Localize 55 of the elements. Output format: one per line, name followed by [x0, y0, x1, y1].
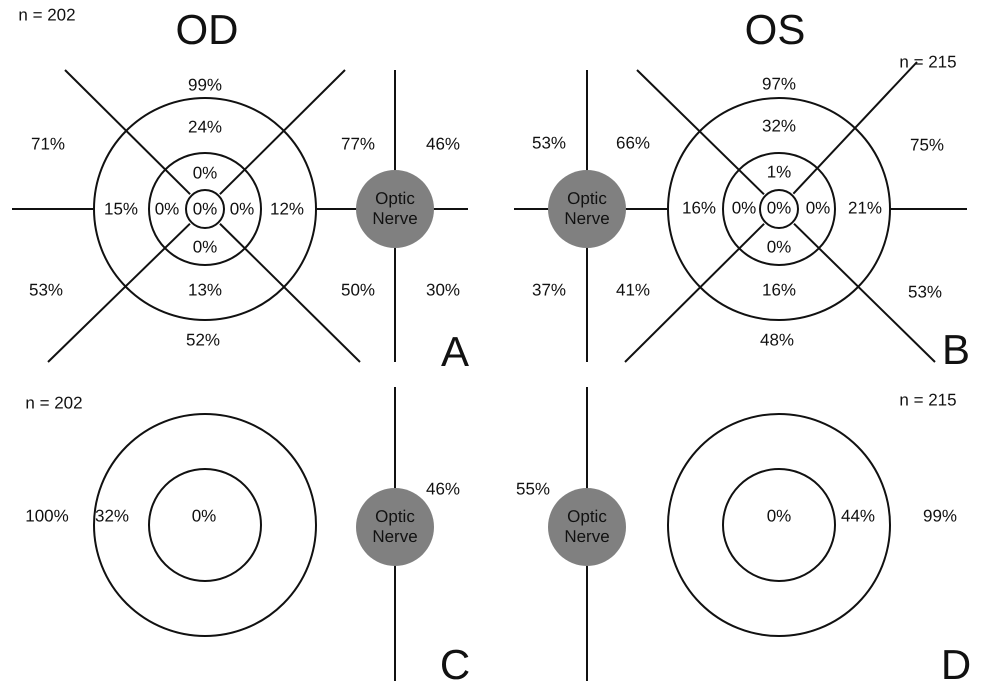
sample-size-note: n = 215 [899, 392, 957, 408]
percentage-value: 53% [532, 134, 566, 152]
percentage-value: 0% [732, 200, 756, 216]
percentage-value: 16% [682, 200, 716, 216]
percentage-value: 99% [922, 508, 958, 524]
percentage-value: 16% [762, 282, 796, 298]
disc-label: Optic Nerve [371, 507, 419, 547]
percentage-value: 24% [188, 118, 222, 136]
panel-letter: C [440, 644, 470, 681]
percentage-value: 50% [340, 282, 376, 298]
percentage-value: 52% [186, 332, 220, 348]
percentage-value: 66% [616, 134, 650, 152]
percentage-value: 97% [762, 76, 796, 92]
percentage-value: 0% [192, 508, 216, 524]
panel-title: OS [744, 9, 806, 51]
panel-letter: B [942, 329, 970, 371]
percentage-value: 44% [840, 508, 876, 524]
percentage-value: 32% [762, 118, 796, 134]
percentage-value: 0% [806, 200, 830, 216]
disc-label: Optic Nerve [563, 189, 611, 229]
panel-title: OD [176, 9, 238, 51]
percentage-value: 0% [192, 200, 218, 218]
percentage-value: 37% [532, 282, 566, 298]
sample-size-note: n = 202 [25, 394, 83, 412]
percentage-value: 77% [340, 136, 376, 152]
percentage-value: 55% [516, 480, 550, 498]
percentage-value: 21% [848, 200, 882, 216]
percentage-value: 46% [426, 136, 460, 152]
percentage-value: 48% [760, 332, 794, 348]
percentage-value: 71% [30, 136, 66, 152]
sample-size-note: n = 202 [18, 6, 76, 24]
percentage-value: 32% [94, 508, 130, 524]
percentage-value: 100% [25, 508, 69, 524]
percentage-value: 46% [426, 480, 460, 498]
percentage-value: 0% [766, 200, 792, 216]
percentage-value: 12% [270, 200, 304, 218]
percentage-value: 75% [910, 136, 944, 154]
percentage-value: 0% [766, 238, 792, 256]
percentage-value: 0% [154, 200, 180, 218]
percentage-value: 30% [426, 282, 460, 298]
percentage-value: 0% [192, 238, 218, 256]
panel-letter: D [940, 644, 972, 681]
percentage-value: 0% [230, 200, 254, 218]
percentage-value: 13% [188, 282, 222, 298]
percentage-value: 41% [616, 282, 650, 298]
disc-label: Optic Nerve [563, 507, 611, 547]
percentage-value: 1% [766, 164, 792, 180]
percentage-value: 15% [104, 200, 138, 218]
percentage-value: 53% [908, 284, 942, 300]
panel-letter: A [441, 331, 469, 373]
percentage-value: 0% [766, 508, 792, 524]
percentage-value: 53% [28, 282, 64, 298]
percentage-value: 0% [192, 164, 218, 182]
percentage-value: 99% [188, 76, 222, 94]
disc-label: Optic Nerve [371, 189, 419, 229]
